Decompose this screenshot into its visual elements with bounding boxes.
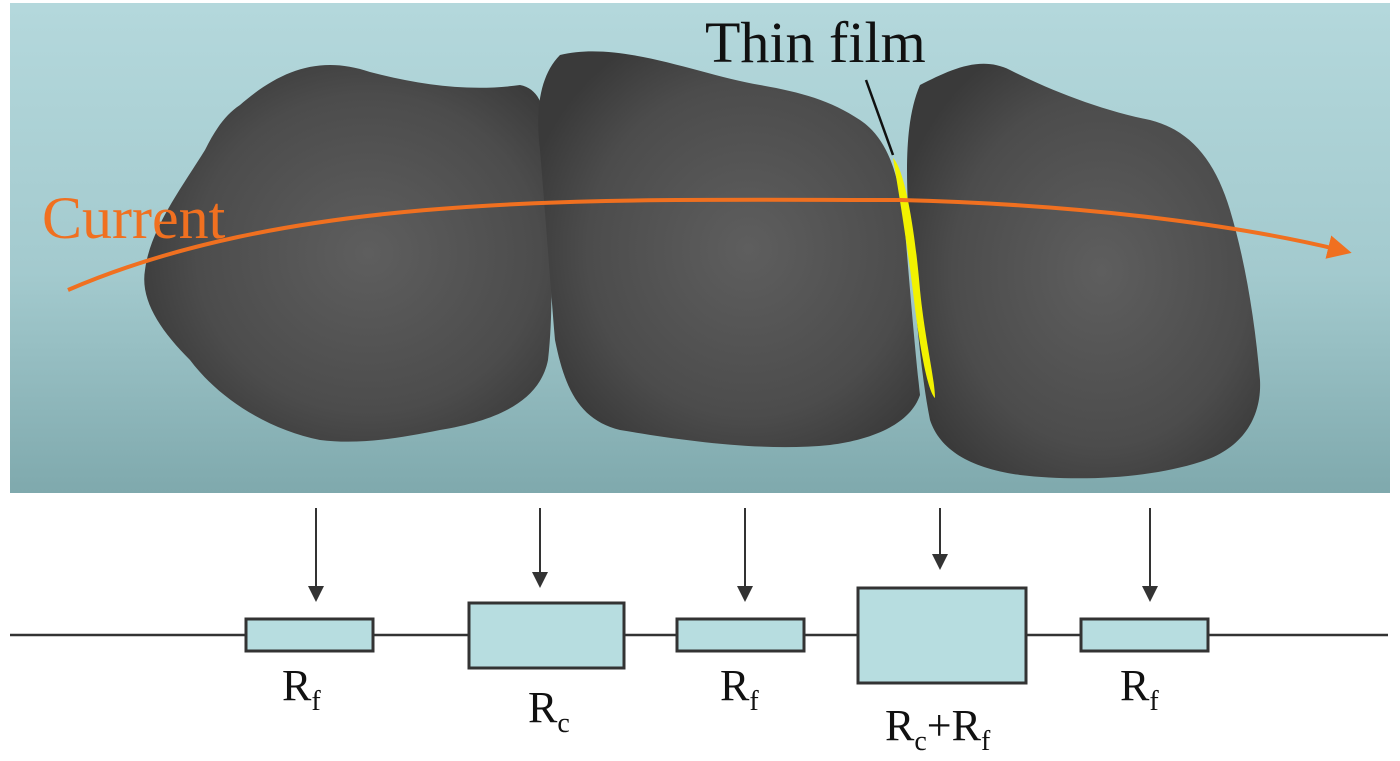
particle-left bbox=[144, 64, 552, 442]
resistor-label: Rf bbox=[720, 661, 759, 717]
resistor-label: Rf bbox=[1120, 661, 1159, 717]
thin-film-layer bbox=[893, 158, 935, 398]
current-label: Current bbox=[42, 185, 226, 251]
resistor-label: Rc bbox=[528, 683, 570, 739]
thin-film-pointer bbox=[864, 79, 895, 156]
resistor-box-rc-rf bbox=[856, 586, 1028, 685]
particle-right bbox=[907, 63, 1261, 479]
resistor-box-rf bbox=[1079, 617, 1210, 653]
resistor-box-rf bbox=[675, 617, 806, 653]
resistor-label: Rc+Rf bbox=[885, 701, 991, 757]
thin-film-label: Thin film bbox=[705, 10, 926, 75]
resistor-label: Rf bbox=[282, 661, 321, 717]
particle-middle bbox=[538, 51, 920, 448]
current-path bbox=[67, 197, 1352, 292]
resistor-box-rf bbox=[244, 617, 375, 653]
resistor-box-rc bbox=[467, 601, 626, 670]
